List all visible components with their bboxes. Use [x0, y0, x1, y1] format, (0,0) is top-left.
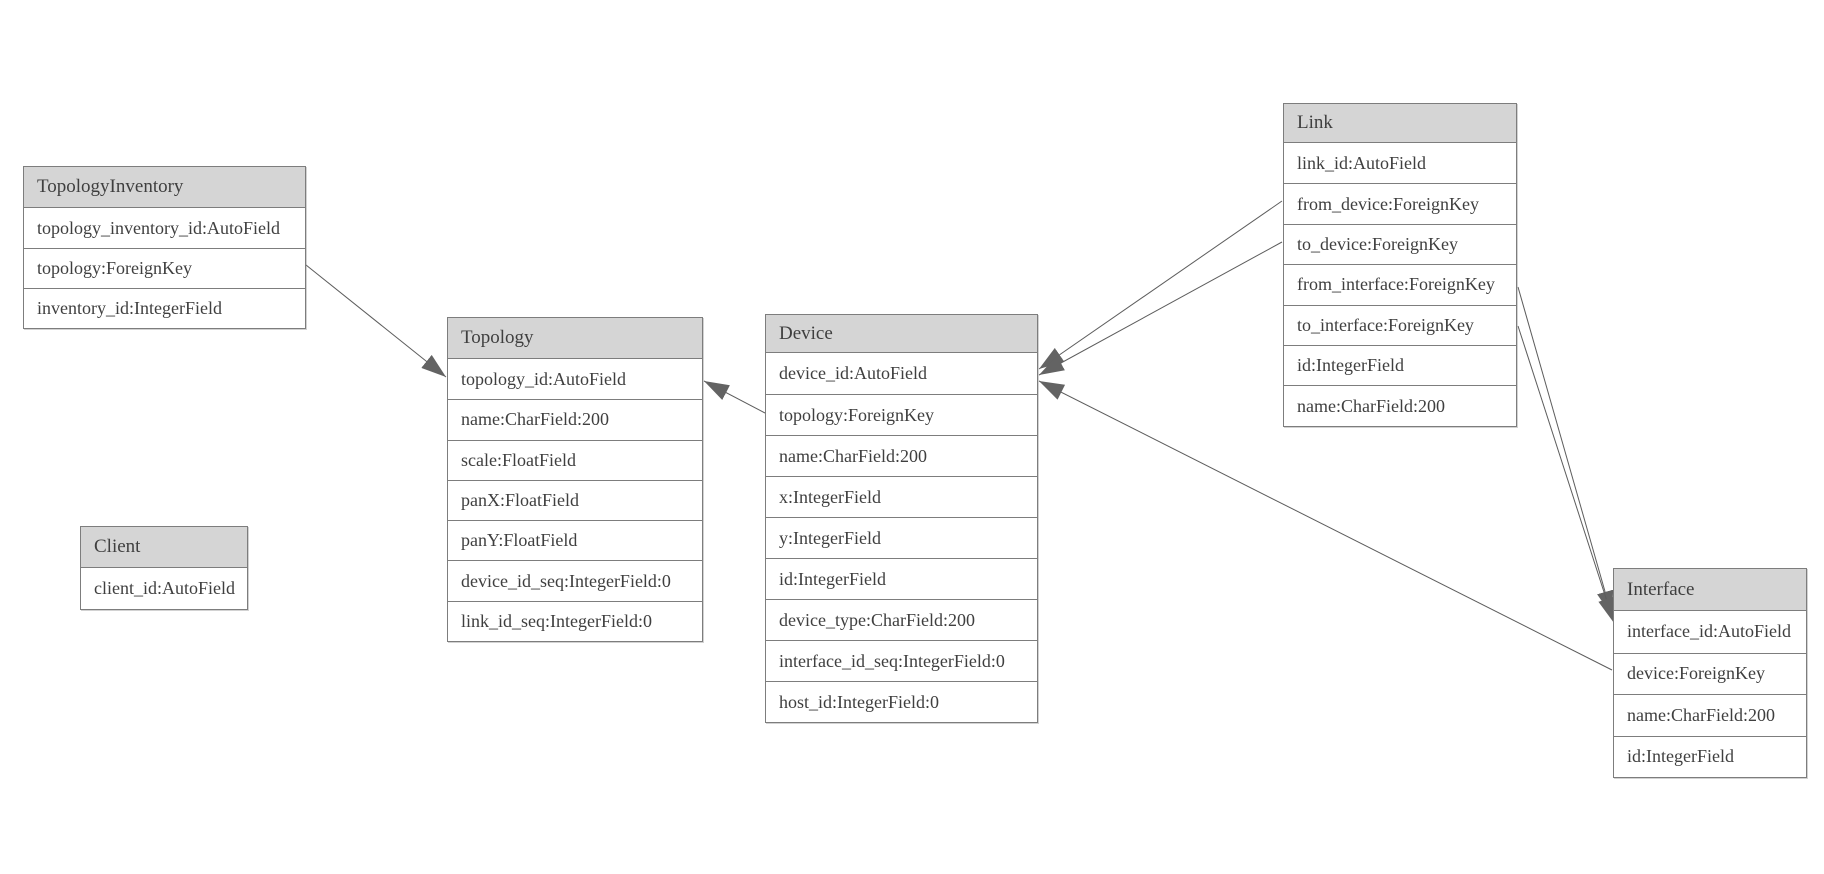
entity-title-topology: Topology	[448, 318, 702, 359]
edge-link-from_interface-interface	[1517, 286, 1614, 617]
field-row: x:IntegerField	[766, 476, 1037, 517]
entity-title-interface: Interface	[1614, 569, 1806, 611]
field-row: panX:FloatField	[448, 479, 702, 521]
field-row: topology:ForeignKey	[766, 394, 1037, 435]
field-row: host_id:IntegerField:0	[766, 681, 1037, 722]
field-row: name:CharField:200	[1614, 694, 1806, 736]
entity-title-client: Client	[81, 527, 247, 568]
field-row: id:IntegerField	[766, 558, 1037, 599]
entity-title-link: Link	[1284, 104, 1516, 143]
field-row: device_type:CharField:200	[766, 599, 1037, 640]
field-row: device_id:AutoField	[766, 353, 1037, 394]
edge-link-to_device-device	[1038, 241, 1283, 376]
field-row: interface_id:AutoField	[1614, 611, 1806, 653]
edge-topologyinventory-topology	[305, 264, 447, 378]
edge-device-topology	[703, 380, 766, 414]
field-row: name:CharField:200	[766, 435, 1037, 476]
field-row: y:IntegerField	[766, 517, 1037, 558]
field-row: topology_id:AutoField	[448, 359, 702, 400]
field-row: topology_inventory_id:AutoField	[24, 208, 305, 248]
edge-link-to_interface-interface	[1517, 325, 1615, 624]
field-row: interface_id_seq:IntegerField:0	[766, 640, 1037, 681]
field-row: name:CharField:200	[1284, 385, 1516, 426]
field-row: from_device:ForeignKey	[1284, 183, 1516, 224]
field-row: to_device:ForeignKey	[1284, 223, 1516, 265]
field-row: from_interface:ForeignKey	[1284, 264, 1516, 305]
field-row: scale:FloatField	[448, 439, 702, 480]
field-row: topology:ForeignKey	[24, 248, 305, 288]
field-row: id:IntegerField	[1614, 735, 1806, 777]
field-row: device_id_seq:IntegerField:0	[448, 560, 702, 601]
entity-title-device: Device	[766, 315, 1037, 353]
entity-title-topologyinventory: TopologyInventory	[24, 167, 305, 208]
field-row: device:ForeignKey	[1614, 652, 1806, 694]
field-row: to_interface:ForeignKey	[1284, 304, 1516, 345]
field-row: id:IntegerField	[1284, 344, 1516, 386]
field-row: name:CharField:200	[448, 399, 702, 440]
field-row: client_id:AutoField	[81, 568, 247, 609]
field-row: inventory_id:IntegerField	[24, 288, 305, 328]
field-row: panY:FloatField	[448, 520, 702, 561]
field-row: link_id_seq:IntegerField:0	[448, 600, 702, 642]
edge-link-from_device-device	[1038, 200, 1283, 370]
field-row: link_id:AutoField	[1284, 143, 1516, 184]
